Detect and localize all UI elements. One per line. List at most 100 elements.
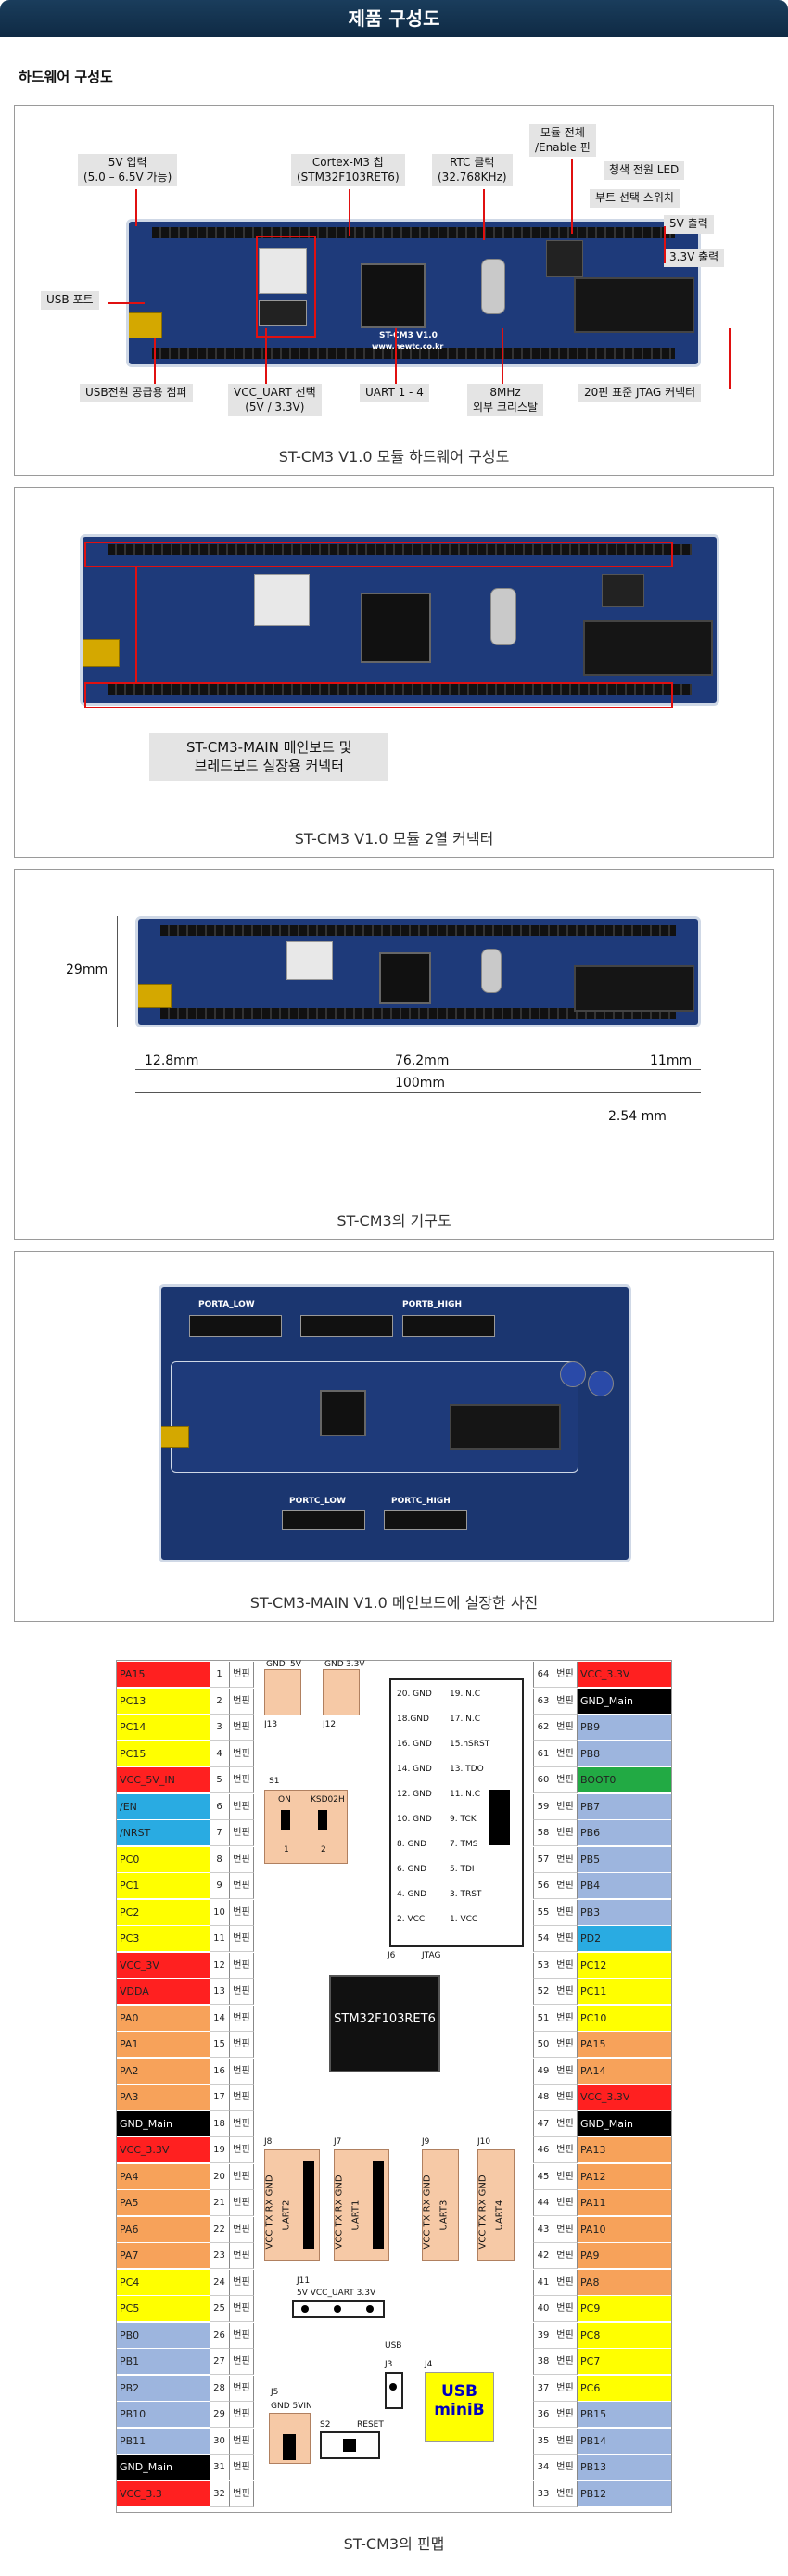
panel4-caption: ST-CM3-MAIN V1.0 메인보드에 실장한 사진 — [249, 1594, 539, 1612]
jtag-pin: 7. TMS — [450, 1840, 478, 1849]
pin-left-number: 22 — [210, 2216, 230, 2243]
pin-right-name: PA11 — [578, 2190, 671, 2216]
pin-right-number: 41 — [533, 2269, 553, 2296]
pin-right-name: PD2 — [578, 1926, 671, 1952]
board-url: www.newtc.co.kr — [372, 342, 444, 351]
pin-left-name: PC14 — [117, 1715, 210, 1741]
pin-left-name: PC3 — [117, 1926, 210, 1952]
pin-left-bun: 번핀 — [230, 2005, 254, 2032]
pin-right-bun: 번핀 — [553, 2428, 578, 2455]
pin-left-name: PB0 — [117, 2322, 210, 2349]
pin-right-bun: 번핀 — [553, 2111, 578, 2137]
pin-left-number: 4 — [210, 1741, 230, 1767]
pin-right-name: PB7 — [578, 1793, 671, 1820]
s1-name: KSD02H — [311, 1795, 345, 1804]
jtag-pin: 14. GND — [397, 1765, 432, 1774]
mainboard-photo-panel: PORTA_LOW PORTB_HIGH PORTC_LOW PORTC_HIG… — [14, 1251, 774, 1622]
section-label: 하드웨어 구성도 — [19, 69, 113, 85]
pin-right-number: 39 — [533, 2322, 553, 2349]
pin-left-name: VCC_5V_IN — [117, 1767, 210, 1793]
pin-left-number: 2 — [210, 1688, 230, 1715]
pin-right-bun: 번핀 — [553, 1952, 578, 1979]
pin-left-bun: 번핀 — [230, 2216, 254, 2243]
module-board-image-2 — [80, 534, 719, 706]
pin-right-name: PB3 — [578, 1899, 671, 1926]
pin-left-number: 13 — [210, 1979, 230, 2005]
pin-left-number: 32 — [210, 2480, 230, 2507]
pin-left-bun: 번핀 — [230, 1715, 254, 1741]
pin-left-number: 18 — [210, 2111, 230, 2137]
pin-left-number: 29 — [210, 2402, 230, 2428]
jtag-pin: 3. TRST — [450, 1890, 482, 1899]
pin-left-name: PC0 — [117, 1846, 210, 1873]
uart-name: UART2 — [281, 2200, 292, 2231]
pin-left-number: 24 — [210, 2269, 230, 2296]
dim-total: 100mm — [395, 1076, 445, 1090]
pin-left-name: PC2 — [117, 1899, 210, 1926]
pin-right-name: PB12 — [578, 2480, 671, 2507]
jtag-pin: 13. TDO — [450, 1765, 484, 1774]
pin-right-name: PB13 — [578, 2455, 671, 2480]
pin-right-bun: 번핀 — [553, 2032, 578, 2058]
uart-name: UART1 — [350, 2200, 362, 2231]
s1-on: ON — [278, 1795, 291, 1804]
pin-left-number: 25 — [210, 2296, 230, 2322]
pin-left-name: /NRST — [117, 1820, 210, 1846]
pin-left-name: PB2 — [117, 2375, 210, 2402]
pin-left-name: PC13 — [117, 1688, 210, 1715]
uart-jlabel: J7 — [334, 2137, 342, 2147]
pin-right-name: BOOT0 — [578, 1767, 671, 1793]
pin-left-number: 9 — [210, 1873, 230, 1899]
board-name: ST-CM3 V1.0 — [379, 331, 438, 340]
pin-left-name: PC15 — [117, 1741, 210, 1767]
pin-left-number: 8 — [210, 1846, 230, 1873]
s2-label: S2 — [320, 2420, 331, 2429]
uart-pins: VCC TX RX GND — [422, 2174, 433, 2250]
pin-right-bun: 번핀 — [553, 2349, 578, 2375]
pin-left-bun: 번핀 — [230, 1688, 254, 1715]
callout-usb-port: USB 포트 — [41, 291, 99, 310]
jtag-pin: 20. GND — [397, 1690, 432, 1699]
uart-pins: VCC TX RX GND — [477, 2174, 489, 2250]
dim-height: 29mm — [66, 963, 108, 977]
pin-right-name: PA14 — [578, 2058, 671, 2085]
pin-right-name: PB8 — [578, 1741, 671, 1767]
pin-right-name: PB15 — [578, 2402, 671, 2428]
jtag-pin: 9. TCK — [450, 1815, 477, 1824]
pin-right-bun: 번핀 — [553, 1926, 578, 1952]
pin-right-number: 33 — [533, 2480, 553, 2507]
pin-left-number: 16 — [210, 2058, 230, 2085]
s1-pin1: 1 — [284, 1845, 289, 1855]
pin-left-bun: 번핀 — [230, 1846, 254, 1873]
pin-right-number: 59 — [533, 1793, 553, 1820]
pin-right-number: 42 — [533, 2243, 553, 2269]
pin-left-name: GND_Main — [117, 2111, 210, 2137]
pin-left-bun: 번핀 — [230, 2296, 254, 2322]
pin-left-bun: 번핀 — [230, 1793, 254, 1820]
jtag-pin: 16. GND — [397, 1740, 432, 1749]
pin-left-number: 11 — [210, 1926, 230, 1952]
pin-left-name: PA7 — [117, 2243, 210, 2269]
pin-left-number: 17 — [210, 2085, 230, 2111]
s2-text: RESET — [357, 2420, 384, 2429]
pin-right-number: 46 — [533, 2137, 553, 2163]
pinmap-caption: ST-CM3의 핀맵 — [343, 2535, 445, 2553]
pin-right-number: 35 — [533, 2428, 553, 2455]
j13-b: 5V — [290, 1660, 301, 1669]
jtag-pin: 19. N.C — [450, 1690, 481, 1699]
pin-right-number: 52 — [533, 1979, 553, 2005]
pin-right-number: 58 — [533, 1820, 553, 1846]
pin-right-number: 56 — [533, 1873, 553, 1899]
pin-right-bun: 번핀 — [553, 2480, 578, 2507]
pin-right-bun: 번핀 — [553, 1688, 578, 1715]
pin-right-name: PB4 — [578, 1873, 671, 1899]
pin-right-bun: 번핀 — [553, 2190, 578, 2216]
jtag-pin: 18.GND — [397, 1715, 429, 1724]
pin-left-number: 23 — [210, 2243, 230, 2269]
callout-boot: 부트 선택 스위치 — [590, 189, 680, 208]
pin-right-name: PA15 — [578, 2032, 671, 2058]
pin-left-bun: 번핀 — [230, 1979, 254, 2005]
pin-left-bun: 번핀 — [230, 2163, 254, 2190]
pin-left-name: PA6 — [117, 2216, 210, 2243]
pin-left-number: 30 — [210, 2428, 230, 2455]
